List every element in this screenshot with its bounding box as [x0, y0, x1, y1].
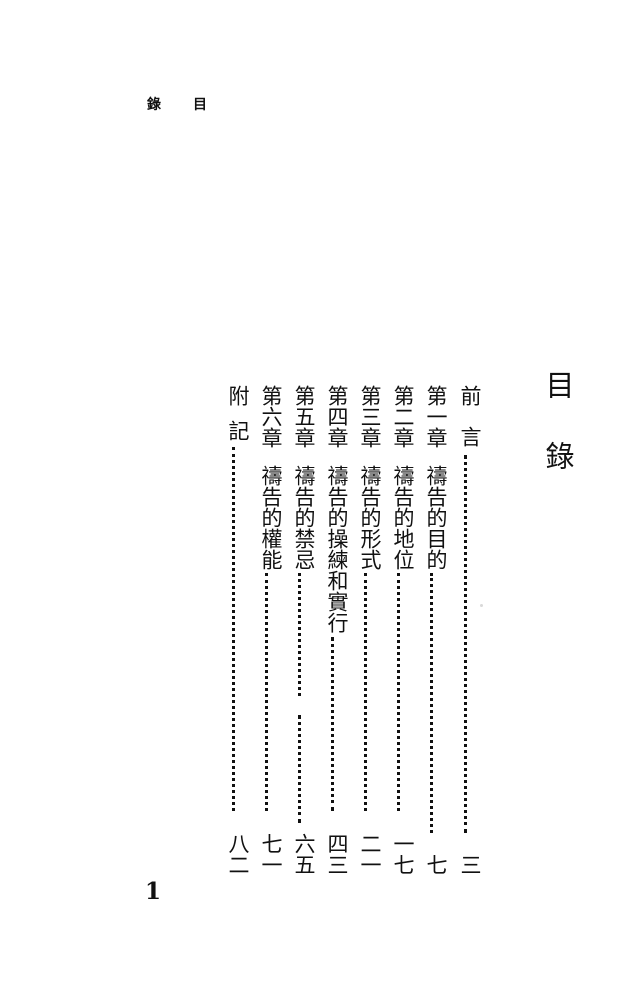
- running-head: 錄 目: [147, 95, 207, 115]
- dot-leader: [331, 637, 338, 811]
- scan-speck: [480, 604, 483, 607]
- dot-leader: [464, 455, 471, 833]
- toc-chapter-label: 第一章: [424, 385, 448, 448]
- toc-chapter-label: 第六章: [259, 385, 283, 448]
- toc-chapter-label: 第五章: [292, 385, 316, 448]
- toc-chapter-title: 禱告的目的: [424, 465, 448, 570]
- toc-chapter-label: 第二章: [391, 385, 415, 448]
- toc-label: 附記: [226, 385, 250, 455]
- table-of-contents: 前言 三 第一章 禱告的目的 七 第二章 禱告的地位 一七 第三章 禱告的形式 …: [220, 385, 482, 880]
- dot-leader: [298, 715, 305, 823]
- toc-page-number: 六五: [292, 833, 316, 875]
- toc-page-number: 七一: [259, 833, 283, 875]
- running-head-left: 錄: [147, 97, 161, 113]
- toc-chapter-title: 禱告的權能: [259, 465, 283, 570]
- toc-page-number: 二一: [358, 833, 382, 875]
- toc-entry-chapter-6: 第六章 禱告的權能 七一: [253, 385, 283, 875]
- toc-page-number: 四三: [325, 833, 349, 875]
- running-head-right: 目: [193, 97, 207, 113]
- page-title: 目錄: [541, 370, 575, 512]
- dot-leader: [397, 573, 404, 811]
- dot-leader: [298, 573, 305, 696]
- toc-entry-chapter-5: 第五章 禱告的禁忌 六五: [286, 385, 316, 875]
- toc-page-number: 一七: [391, 833, 415, 875]
- page-number: 1: [145, 878, 162, 905]
- toc-entry-chapter-3: 第三章 禱告的形式 二一: [352, 385, 382, 875]
- toc-chapter-label: 第四章: [325, 385, 349, 448]
- toc-chapter-title: 禱告的操練和實行: [325, 465, 349, 633]
- toc-entry-preface: 前言 三: [452, 385, 482, 875]
- toc-chapter-title: 禱告的禁忌: [292, 465, 316, 570]
- toc-page-number: 三: [458, 854, 482, 875]
- dot-leader: [232, 447, 239, 811]
- toc-page-number: 七: [424, 854, 448, 875]
- toc-chapter-title: 禱告的地位: [391, 465, 415, 570]
- toc-entry-chapter-2: 第二章 禱告的地位 一七: [385, 385, 415, 875]
- dot-leader: [265, 573, 272, 811]
- toc-label: 前言: [458, 385, 482, 467]
- toc-chapter-label: 第三章: [358, 385, 382, 448]
- dot-leader: [430, 573, 437, 833]
- toc-entry-postscript: 附記 八二: [220, 385, 250, 875]
- toc-page-number: 八二: [226, 833, 250, 875]
- toc-entry-chapter-1: 第一章 禱告的目的 七: [418, 385, 448, 875]
- dot-leader: [364, 573, 371, 811]
- toc-entry-chapter-4: 第四章 禱告的操練和實行 四三: [319, 385, 349, 875]
- toc-chapter-title: 禱告的形式: [358, 465, 382, 570]
